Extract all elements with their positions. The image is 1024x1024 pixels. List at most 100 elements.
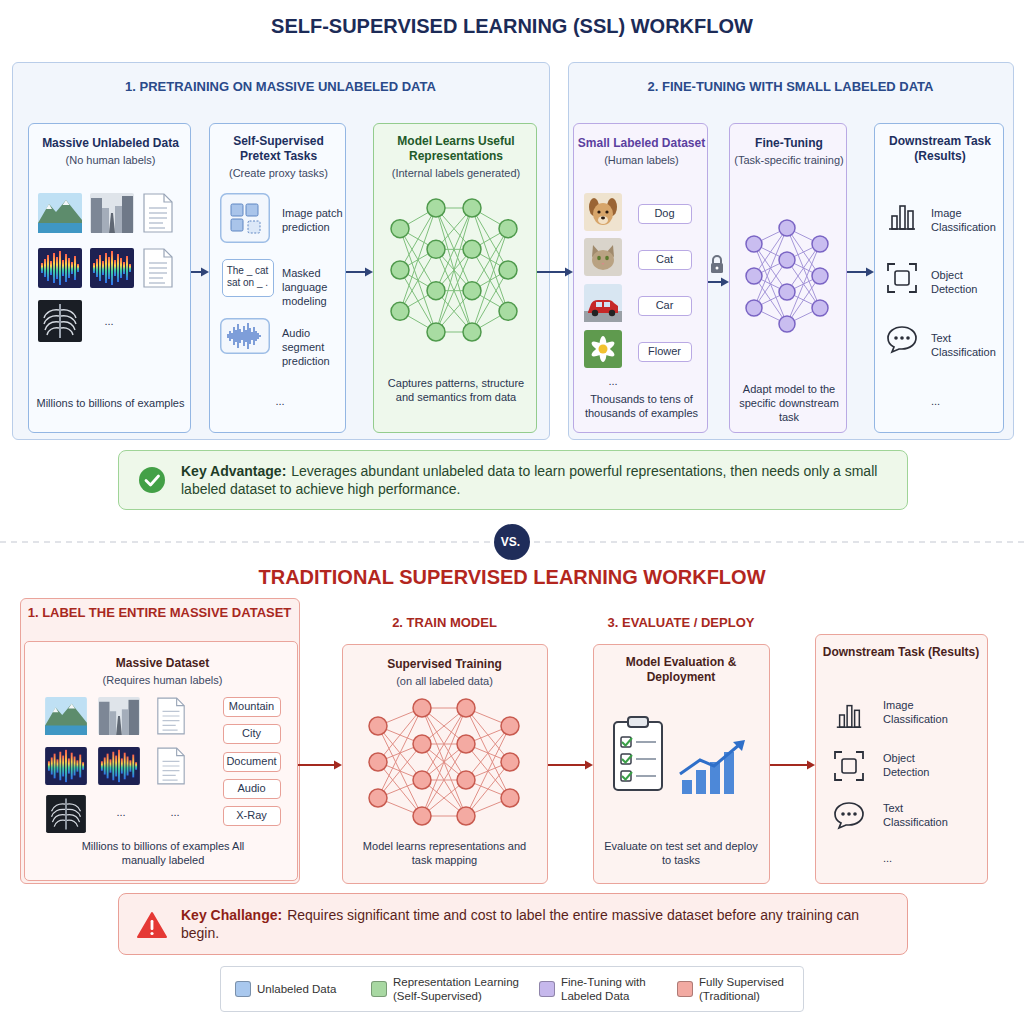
pet-photos <box>584 193 622 368</box>
audio-icon <box>221 319 270 354</box>
box-heading: Massive Dataset <box>29 656 296 671</box>
net-link <box>787 244 820 292</box>
net-link <box>400 229 436 291</box>
net-neuron <box>413 807 431 825</box>
text-slot: Image Classification <box>931 206 999 234</box>
net-link <box>436 291 472 332</box>
net-link <box>787 276 820 292</box>
arrow-line <box>548 764 586 766</box>
chip-text: Document <box>224 755 279 768</box>
net-neuron <box>499 302 517 320</box>
net-link <box>422 744 466 780</box>
text-slot: ... <box>931 394 961 408</box>
net-link <box>400 249 436 311</box>
net-neuron <box>457 771 475 789</box>
net-link <box>422 744 466 816</box>
body-text: Millions to billions of examples <box>35 396 186 410</box>
text-row: Key Challange:Requires significant time … <box>181 894 896 954</box>
net-link <box>400 270 436 332</box>
net-link <box>378 726 422 744</box>
flow-arrow <box>548 761 593 770</box>
text-slot: Millions to billions of examples All man… <box>77 839 249 867</box>
landscape-thumb <box>45 697 87 735</box>
net-link <box>754 228 787 308</box>
body-text: ... <box>598 374 628 388</box>
net-neuron <box>457 807 475 825</box>
net-link <box>787 228 820 308</box>
net-link <box>378 762 422 780</box>
landscape-thumb <box>38 193 82 233</box>
text-row: Key Advantage:Leverages abundant unlabel… <box>181 451 896 509</box>
net-link <box>466 762 510 816</box>
stage-panel: 1. PRETRAINING ON MASSIVE UNLABELED DATA… <box>12 62 550 440</box>
model-box: Model Learns Useful Representations(Inte… <box>373 123 537 433</box>
net-neuron <box>413 735 431 753</box>
net-link <box>400 270 436 291</box>
chat-icon <box>835 803 863 828</box>
detection-icon <box>888 264 916 292</box>
text-slot: Car <box>639 299 690 312</box>
text-slot: (Task-specific training) <box>734 153 844 167</box>
net-neuron <box>369 753 387 771</box>
box-subtitle: (Human labels) <box>577 153 706 167</box>
net-link <box>400 229 436 250</box>
legend-slot: Fully Supervised (Traditional) <box>699 967 799 1011</box>
net-neuron <box>413 699 431 717</box>
net-neuron <box>427 240 445 258</box>
net-link <box>378 744 422 762</box>
flow-arrow <box>298 761 342 770</box>
net-link <box>436 249 472 250</box>
net-link <box>436 249 472 332</box>
text-slot: (No human labels) <box>33 153 188 167</box>
net-link <box>466 744 510 762</box>
arrow-line <box>298 764 335 766</box>
arrow-line <box>537 271 566 273</box>
top-thumbnails <box>38 193 172 342</box>
flow-arrow <box>537 268 573 277</box>
arrow-head <box>585 761 593 770</box>
spectrogram-thumb <box>38 248 82 288</box>
bar-chart-icon <box>889 206 915 229</box>
text-slot: X-Ray <box>224 809 279 822</box>
net-neuron <box>812 268 828 284</box>
text-slot: Audio <box>224 782 279 795</box>
legend-text: Fine-Tuning with Labeled Data <box>561 975 671 1003</box>
net-neuron <box>746 268 762 284</box>
text-slot: (Internal labels generated) <box>378 166 534 180</box>
evaluate-box: 3. EVALUATE / DEPLOYModel Evaluation & D… <box>593 644 770 884</box>
net-link <box>422 708 466 709</box>
net-link <box>422 708 466 780</box>
body-text: Image Classification <box>883 698 963 726</box>
text-slot: Fine-Tuning <box>734 136 844 151</box>
net-link <box>754 276 787 324</box>
title-slot: SELF-SUPERVISED LEARNING (SSL) WORKFLOW <box>0 14 1024 38</box>
panel-heading: 1. PRETRAINING ON MASSIVE UNLABELED DATA <box>13 79 548 95</box>
chip-text: The _ cat sat on _ . <box>223 265 272 289</box>
net-link <box>466 726 510 744</box>
body-text: Text Classification <box>883 801 963 829</box>
body-text: Captures patterns, structure and semanti… <box>381 376 531 404</box>
body-text: Audio segment prediction <box>282 326 344 368</box>
net-link <box>472 208 508 270</box>
net-link <box>787 228 820 244</box>
key-text: Requires significant time and cost to la… <box>181 907 859 941</box>
net-link <box>436 208 472 291</box>
cat-photo <box>584 238 622 276</box>
legend-swatch <box>235 981 251 997</box>
box-subtitle: (Requires human labels) <box>29 673 296 687</box>
net-link <box>472 229 508 332</box>
arrow-head <box>721 278 729 287</box>
spectrogram-thumb <box>45 747 87 785</box>
net-link <box>378 744 422 798</box>
net-link <box>472 229 508 291</box>
arrow-head <box>866 268 874 277</box>
box-subtitle: (Create proxy tasks) <box>214 166 343 180</box>
legend-text: Fully Supervised (Traditional) <box>699 975 799 1003</box>
net-neuron <box>746 300 762 316</box>
net-link <box>472 311 508 332</box>
box-subtitle: (Internal labels generated) <box>378 166 534 180</box>
text-slot: Object Detection <box>883 751 963 779</box>
car-photo <box>584 284 622 322</box>
